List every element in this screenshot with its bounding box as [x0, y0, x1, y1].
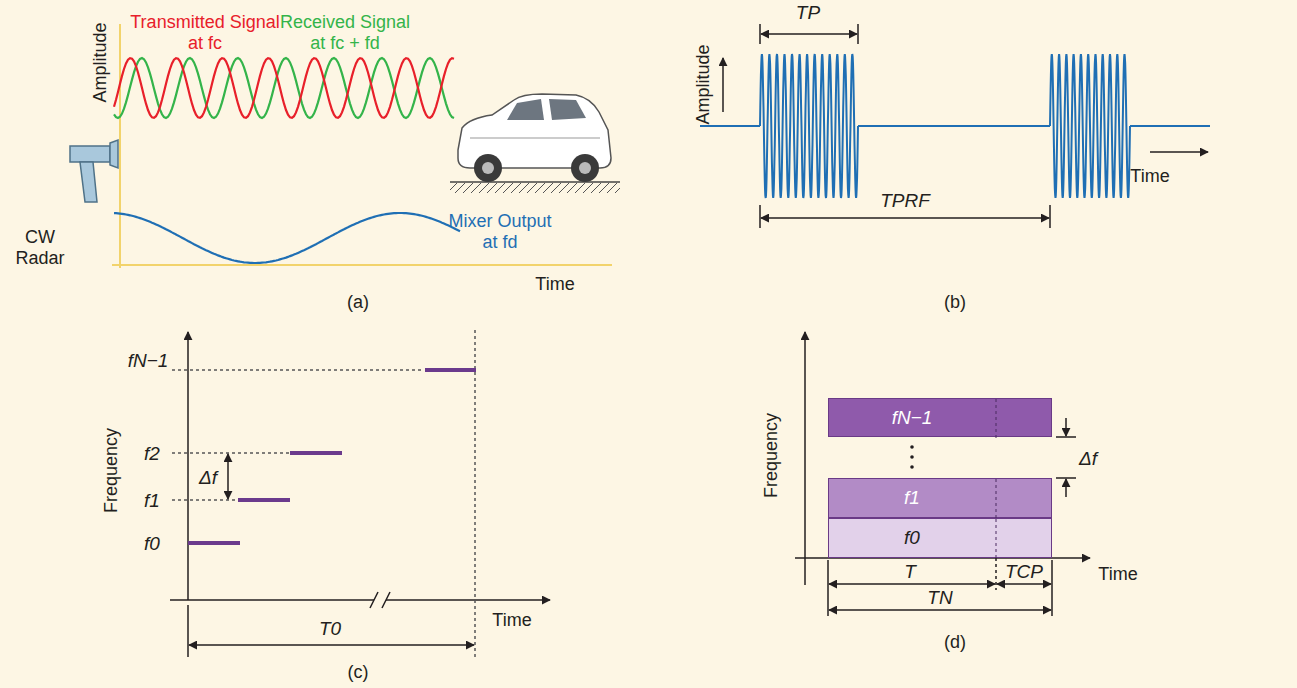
dimension-arrows-b [723, 24, 1208, 228]
symbol-label: f1 [144, 490, 160, 511]
axis-label: Time [535, 274, 574, 295]
axis-label: Received Signal at fc + fd [275, 12, 415, 54]
band-label: f0 [904, 527, 920, 549]
signal-waves [114, 58, 460, 263]
radar-gun [70, 140, 118, 202]
frequency-band: f1 [828, 478, 1052, 518]
cp-divider [829, 479, 1053, 519]
car [450, 94, 620, 193]
symbol-label: f2 [144, 443, 160, 464]
axis-label: CW Radar [12, 227, 68, 269]
axis-label: Frequency [761, 412, 782, 497]
axes-a [112, 24, 612, 268]
axis-label: (a) [347, 292, 369, 313]
waveform [114, 58, 454, 118]
axis-label: (c) [348, 662, 369, 683]
axis-label: Time [492, 610, 531, 631]
frequency-band: f0 [828, 518, 1052, 558]
band-label: f1 [904, 487, 920, 509]
axis-label: Time [1098, 564, 1137, 585]
symbol-label: TN [927, 587, 952, 608]
symbol-label: Δf [1079, 448, 1097, 469]
symbol-label: fN−1 [128, 350, 169, 371]
symbol-label: TCP [1005, 561, 1043, 582]
band-label: fN−1 [892, 407, 933, 429]
axis-label: Transmitted Signal at fc [130, 12, 280, 54]
axes-c [170, 330, 550, 657]
cp-divider [829, 519, 1053, 559]
axis-label: Mixer Output at fd [440, 211, 560, 253]
frequency-steps [188, 370, 476, 543]
symbol-label: T0 [319, 618, 341, 639]
axis-label: Amplitude [89, 22, 110, 102]
symbol-label: Δf [199, 467, 217, 488]
cp-divider [829, 399, 1053, 438]
waveform [114, 213, 460, 263]
axis-label: (b) [944, 292, 966, 313]
ellipsis-dots [910, 445, 914, 469]
axis-label: Time [1130, 166, 1169, 187]
symbol-label: f0 [144, 533, 160, 554]
axes-d [795, 332, 1090, 616]
symbol-label: TP [796, 2, 820, 23]
frequency-band: fN−1 [828, 398, 1052, 437]
waveform [114, 58, 454, 118]
axis-label: Frequency [101, 427, 122, 512]
symbol-label: T [904, 561, 916, 582]
axis-label: (d) [944, 632, 966, 653]
pulse-train [700, 54, 1210, 198]
axis-label: Amplitude [692, 44, 713, 124]
symbol-label: TPRF [880, 190, 930, 211]
